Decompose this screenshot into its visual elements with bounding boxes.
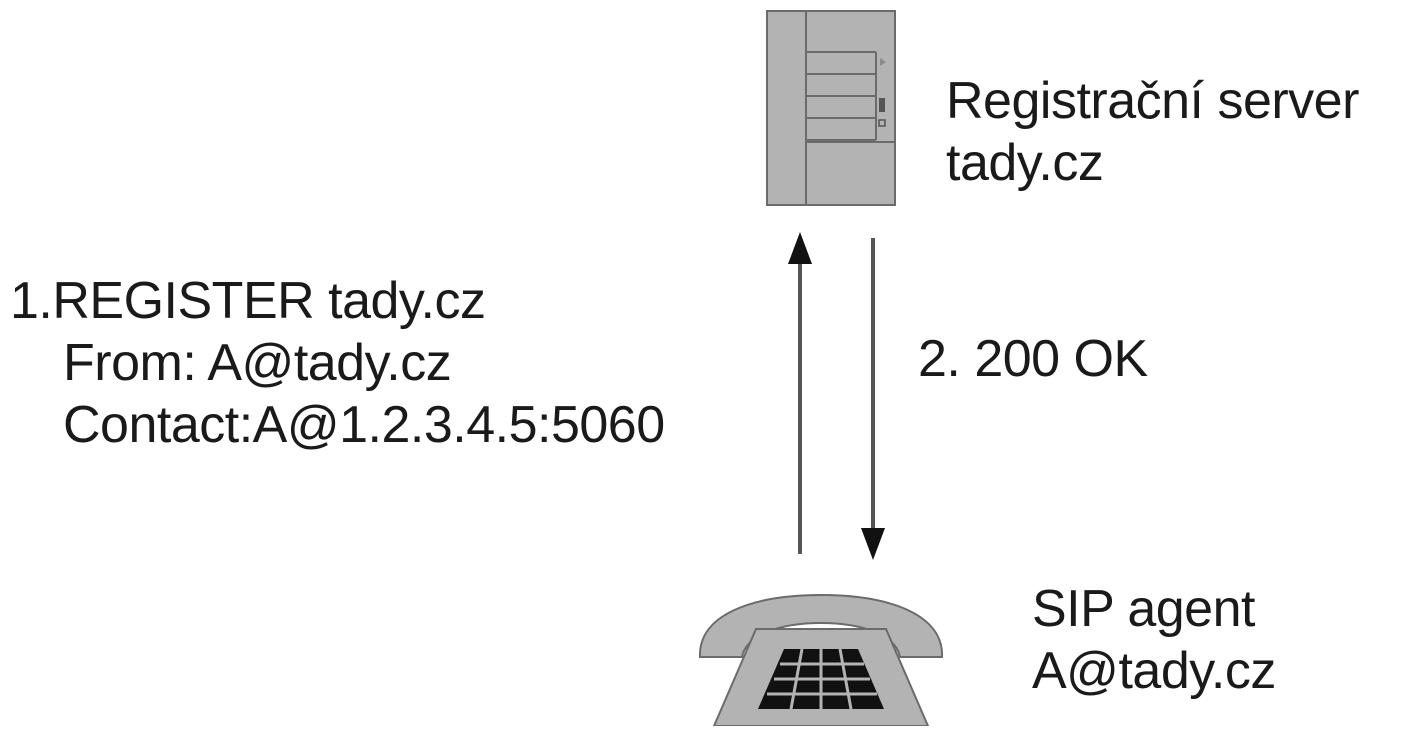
register-from-line: From: A@tady.cz [63, 334, 452, 392]
server-label: Registrační server tady.cz [946, 70, 1359, 194]
server-icon [766, 10, 896, 206]
server-domain: tady.cz [946, 134, 1104, 192]
register-request-arrow [785, 232, 815, 554]
ok-response-label: 2. 200 OK [918, 330, 1148, 388]
ok-response-arrow [858, 238, 888, 560]
register-contact-line: Contact:A@1.2.3.4.5:5060 [63, 396, 665, 454]
register-request-label: 1.REGISTER tady.cz From: A@tady.cz Conta… [10, 270, 665, 456]
server-name: Registrační server [946, 72, 1359, 130]
phone-icon [692, 585, 950, 727]
agent-name: SIP agent [1032, 580, 1255, 638]
agent-address: A@tady.cz [1032, 642, 1276, 700]
register-method-line: 1.REGISTER tady.cz [10, 272, 486, 330]
agent-label: SIP agent A@tady.cz [1032, 578, 1276, 702]
